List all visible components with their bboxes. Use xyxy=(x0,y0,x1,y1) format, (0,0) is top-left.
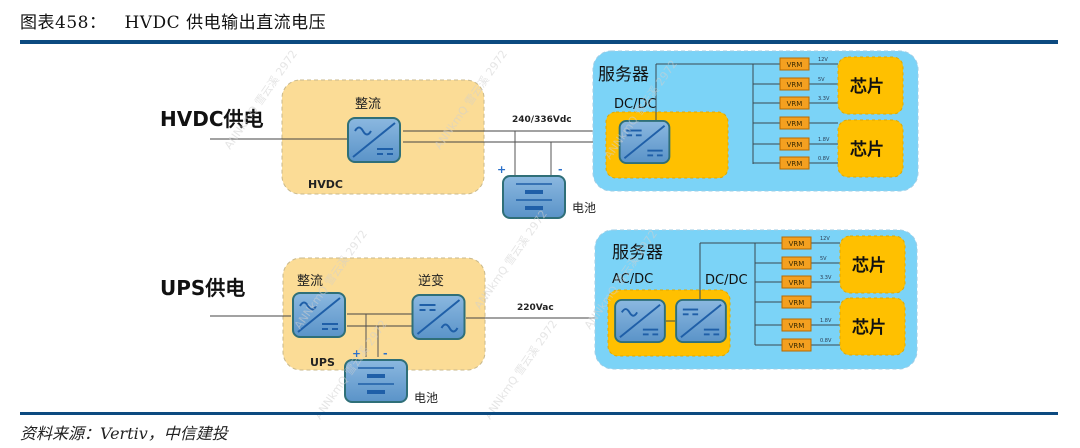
hvdc-battery-icon xyxy=(502,175,566,219)
ups-chip-2-label: 芯片 xyxy=(852,317,886,338)
hvdc-vrm-5-voltage: 1.8V xyxy=(818,137,830,143)
ups-server-title: 服务器 xyxy=(612,243,663,263)
figure-source: 资料来源：Vertiv，中信建投 xyxy=(20,424,228,443)
ups-vrm-6-voltage: 0.8V xyxy=(820,338,832,344)
hvdc-vrm-5-label: VRM xyxy=(787,141,803,149)
hvdc-battery-label: 电池 xyxy=(572,201,596,215)
hvdc-vrm-6 xyxy=(779,156,810,170)
hvdc-vrm-4 xyxy=(779,116,810,130)
hvdc-battery-plus: + xyxy=(497,163,506,176)
ups-rectifier-label: 整流 xyxy=(297,274,323,289)
hvdc-vrm-6-voltage: 0.8V xyxy=(818,156,830,162)
ups-inverter-label: 逆变 xyxy=(418,273,444,289)
ups-acdc-label: AC/DC xyxy=(612,272,653,287)
ups-bus-voltage: 220Vac xyxy=(517,303,554,313)
watermark-text: ANNkmQ 雪云溪 2972 xyxy=(472,208,550,312)
hvdc-vrm-2-voltage: 5V xyxy=(818,77,825,83)
hvdc-box-label: HVDC xyxy=(308,178,343,191)
ups-vrm-4 xyxy=(781,295,812,309)
hvdc-vrm-2-label: VRM xyxy=(787,81,803,89)
ups-dcdc-label: DC/DC xyxy=(705,273,748,288)
ups-vrm-2-label: VRM xyxy=(789,260,805,268)
hvdc-vrm-2 xyxy=(779,77,810,91)
figure-number: 图表458： xyxy=(20,13,107,33)
ups-vrm-1-label: VRM xyxy=(789,240,805,248)
ups-dcdc-icon xyxy=(675,299,727,343)
ups-vrm-3-voltage: 3.3V xyxy=(820,275,832,281)
ups-chip-1-label: 芯片 xyxy=(852,255,886,276)
ups-vrm-2 xyxy=(781,256,812,270)
hvdc-vrm-3-label: VRM xyxy=(787,100,803,108)
ups-vrm-4-label: VRM xyxy=(789,299,805,307)
ups-chip-1 xyxy=(839,235,906,294)
ups-vrm-1-voltage: 12V xyxy=(820,236,830,242)
hvdc-dcdc-label: DC/DC xyxy=(614,97,657,112)
ups-battery-label: 电池 xyxy=(414,391,438,405)
ups-vrm-1 xyxy=(781,236,812,250)
hvdc-supply-label: HVDC供电 xyxy=(160,107,264,131)
ups-vrm-6-label: VRM xyxy=(789,342,805,350)
ups-acdc-icon xyxy=(614,299,666,343)
hvdc-chip-1 xyxy=(837,56,904,115)
hvdc-vrm-1-voltage: 12V xyxy=(818,57,828,63)
hvdc-vrm-1-label: VRM xyxy=(787,61,803,69)
ups-vrm-3-label: VRM xyxy=(789,279,805,287)
hvdc-rectifier-icon xyxy=(347,117,401,163)
ups-vrm-5-voltage: 1.8V xyxy=(820,318,832,324)
ups-inverter-icon xyxy=(411,294,466,340)
ups-vrm-group: VRM 12V VRM 5V VRM 3.3V VRM VRM 1.8V VRM 0.8V xyxy=(755,236,840,352)
hvdc-vrm-3 xyxy=(779,96,810,110)
hvdc-chip-2-label: 芯片 xyxy=(850,139,884,160)
ups-vrm-6 xyxy=(781,338,812,352)
ups-vrm-5 xyxy=(781,318,812,332)
hvdc-vrm-group: VRM 12V VRM 5V VRM 3.3V VRM VRM 1.8V VRM 0.8V xyxy=(753,57,838,170)
watermark-text: ANNkmQ 雪云溪 2972 xyxy=(482,318,560,422)
hvdc-battery-minus: - xyxy=(558,163,563,176)
ups-supply-label: UPS供电 xyxy=(160,276,245,300)
ups-vrm-2-voltage: 5V xyxy=(820,256,827,262)
ups-section: UPS供电 整流 逆变 UPS 220Vac + - 电池 服务器 AC/DC … xyxy=(160,229,918,405)
hvdc-section: HVDC供电 整流 HVDC 240/336Vdc + - 电池 服务器 DC/… xyxy=(160,50,919,219)
ups-vrm-3 xyxy=(781,275,812,289)
ups-battery-plus: + xyxy=(352,347,361,360)
ups-box-label: UPS xyxy=(310,356,335,369)
hvdc-chip-1-label: 芯片 xyxy=(850,76,884,97)
ups-vrm-5-label: VRM xyxy=(789,322,805,330)
hvdc-chip-2 xyxy=(837,119,904,178)
ups-chip-2 xyxy=(839,297,906,356)
top-rule xyxy=(20,40,1058,44)
hvdc-vrm-1 xyxy=(779,57,810,71)
hvdc-vrm-5 xyxy=(779,137,810,151)
hvdc-bus-voltage: 240/336Vdc xyxy=(512,115,572,125)
figure-caption: HVDC 供电输出直流电压 xyxy=(124,13,327,33)
bottom-rule xyxy=(20,412,1058,415)
hvdc-rectifier-label: 整流 xyxy=(355,97,381,112)
hvdc-server-title: 服务器 xyxy=(598,65,649,85)
figure-title: 图表458： HVDC 供电输出直流电压 xyxy=(20,8,326,33)
hvdc-vrm-4-label: VRM xyxy=(787,120,803,128)
ups-battery-minus: - xyxy=(383,347,388,360)
hvdc-vrm-3-voltage: 3.3V xyxy=(818,96,830,102)
hvdc-vrm-6-label: VRM xyxy=(787,160,803,168)
